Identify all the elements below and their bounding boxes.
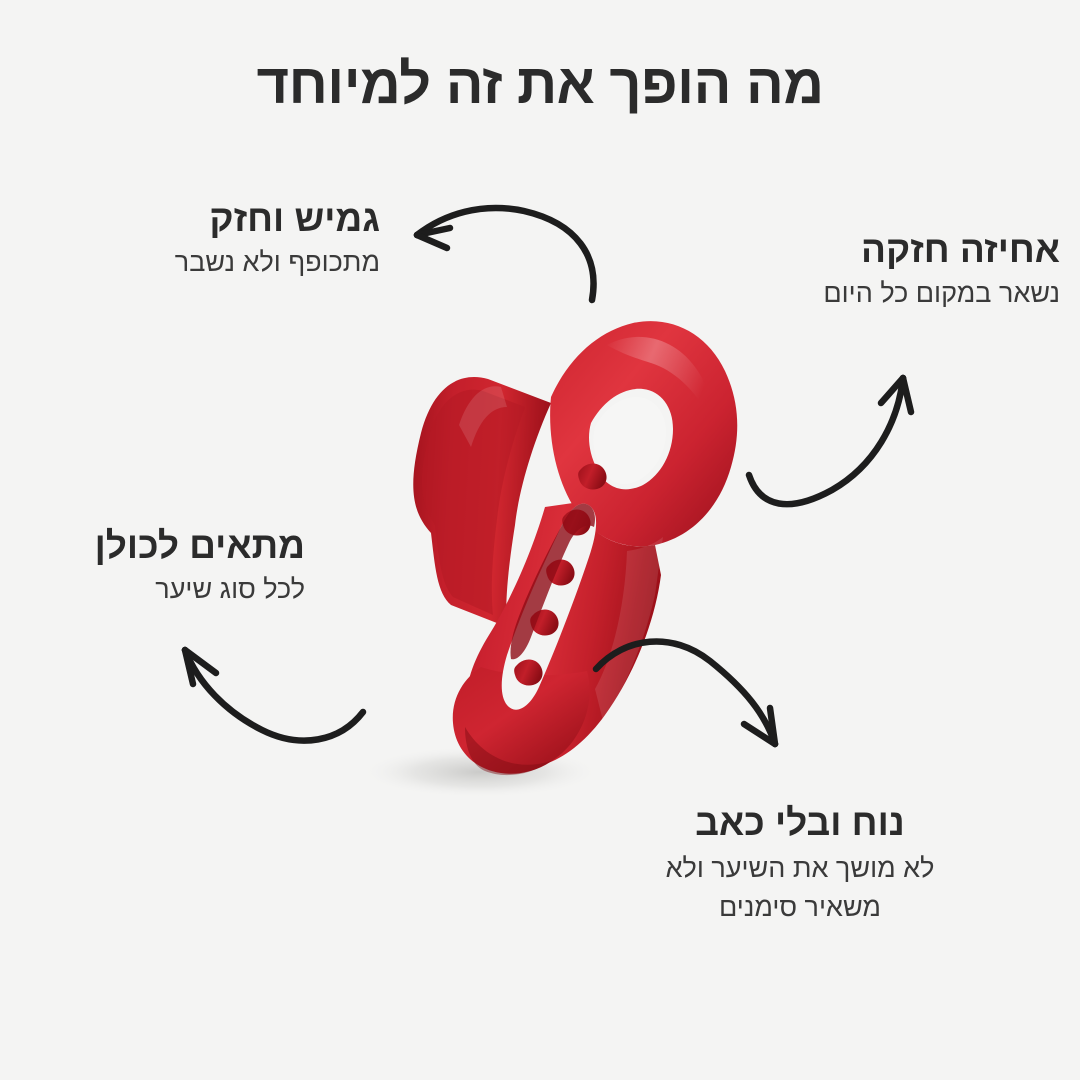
feature-flexible-title: גמיש וחזק [209, 198, 380, 239]
feature-fits-all-title: מתאים לכולן [94, 525, 305, 566]
feature-grip-subtitle: נשאר במקום כל היום [823, 278, 1060, 309]
feature-comfort-subtitle: לא מושך את השיער ולא משאיר סימנים [665, 853, 935, 923]
feature-comfort-title: נוח ובלי כאב [695, 802, 905, 843]
feature-comfort: נוח ובלי כאב לא מושך את השיער ולא משאיר … [625, 800, 975, 927]
feature-fits-all: מתאים לכולן לכל סוג שיער [15, 523, 305, 608]
feature-fits-all-subtitle: לכל סוג שיער [155, 574, 305, 605]
product-image-hair-claw-clip [355, 275, 795, 805]
feature-grip: אחיזה חזקה נשאר במקום כל היום [760, 227, 1060, 312]
feature-grip-title: אחיזה חזקה [861, 229, 1060, 270]
page-title: מה הופך את זה למיוחד [256, 52, 824, 115]
arrow-to-fits-all-icon [181, 646, 367, 744]
feature-flexible-subtitle: מתכופף ולא נשבר [174, 247, 380, 278]
feature-flexible: גמיש וחזק מתכופף ולא נשבר [80, 196, 380, 281]
